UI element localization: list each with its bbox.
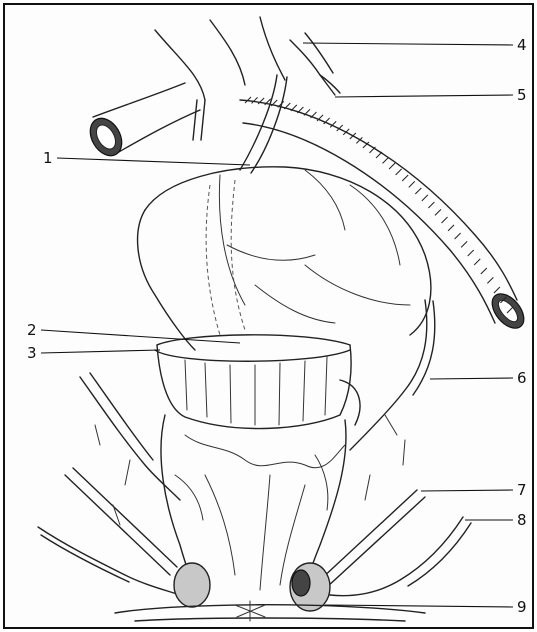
hatch-mark (487, 277, 493, 283)
hatch-mark (415, 188, 421, 194)
hatch-mark (428, 202, 434, 208)
hatch-mark (389, 163, 395, 169)
hatch-mark (481, 268, 487, 274)
hatch-mark (468, 250, 474, 256)
hatch-mark (494, 287, 500, 293)
hatch-mark (396, 169, 402, 175)
leader-7 (421, 490, 513, 491)
leader-1 (57, 158, 250, 165)
vessel-small-branch (193, 100, 205, 140)
label-6: 6 (517, 369, 527, 387)
label-5: 5 (517, 86, 527, 104)
cervical-cuff (155, 335, 360, 429)
label-2: 2 (27, 321, 37, 339)
vessel-top-right (290, 33, 340, 95)
leader-5 (335, 95, 513, 97)
anatomical-illustration: 1 2 3 4 5 6 7 8 9 (3, 3, 534, 629)
leader-3 (41, 350, 160, 353)
base-membrane (115, 601, 425, 621)
leader-4 (303, 43, 513, 45)
hatch-mark (409, 181, 415, 187)
hatch-mark (422, 195, 428, 201)
hatch-mark (448, 225, 454, 231)
label-7: 7 (517, 481, 527, 499)
main-arch-vessel (240, 100, 530, 334)
illustration-canvas: 1 2 3 4 5 6 7 8 9 (5, 5, 536, 631)
organ-body (138, 167, 431, 350)
hatch-mark (474, 259, 480, 265)
nodules (174, 563, 330, 611)
hatch-mark (435, 209, 441, 215)
vessel-left-stump (84, 83, 200, 161)
hatch-mark (383, 157, 389, 163)
label-3: 3 (27, 344, 37, 362)
hatch-mark (455, 233, 461, 239)
hatch-mark (376, 152, 382, 158)
hatch-mark (461, 241, 467, 247)
label-9: 9 (517, 598, 527, 616)
label-4: 4 (517, 36, 527, 54)
label-8: 8 (517, 511, 527, 529)
leader-6 (430, 378, 513, 379)
hatch-mark (442, 217, 448, 223)
hatch-mark (402, 175, 408, 181)
left-vessels (38, 373, 180, 595)
label-1: 1 (43, 149, 53, 167)
